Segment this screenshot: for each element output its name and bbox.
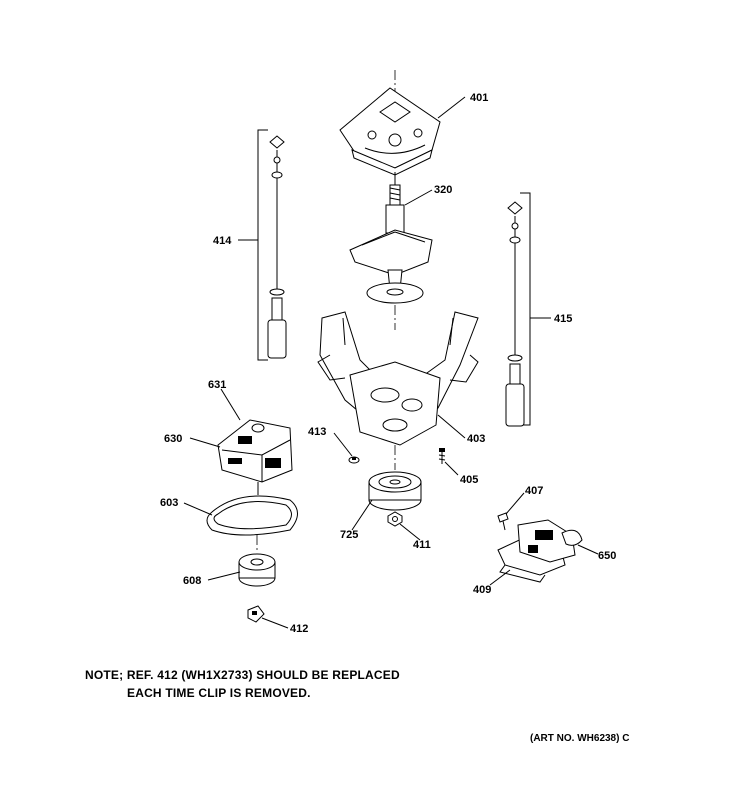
part-403-base (317, 311, 479, 446)
art-number: (ART NO. WH6238) C (530, 733, 630, 744)
label-413: 413 (308, 426, 326, 438)
label-631: 631 (208, 379, 226, 391)
part-407-screw (497, 512, 509, 531)
label-407: 407 (525, 485, 543, 497)
part-725-drive-pulley (368, 445, 422, 511)
part-413-nut (348, 456, 360, 464)
part-411-nut (387, 511, 403, 527)
label-411: 411 (413, 539, 431, 551)
label-405: 405 (460, 474, 478, 486)
label-401: 401 (470, 92, 488, 104)
part-320-transmission (349, 172, 433, 330)
label-412: 412 (290, 623, 308, 635)
label-650: 650 (598, 550, 616, 562)
part-650-motor (497, 519, 583, 583)
label-320: 320 (434, 184, 452, 196)
callout-labels: 401 320 414 415 631 630 413 403 405 603 … (160, 92, 616, 635)
part-415-suspension-rod (505, 192, 531, 427)
label-409: 409 (473, 584, 491, 596)
label-630: 630 (164, 433, 182, 445)
part-603-belt (206, 495, 298, 536)
label-415: 415 (554, 313, 572, 325)
part-630-pump (217, 419, 293, 495)
label-403: 403 (467, 433, 485, 445)
part-412-clip (247, 605, 265, 623)
label-414: 414 (213, 235, 232, 247)
note-line-2: EACH TIME CLIP IS REMOVED. (127, 686, 311, 700)
label-725: 725 (340, 529, 358, 541)
part-401-cover (339, 70, 441, 176)
leader-lines (183, 96, 599, 629)
label-603: 603 (160, 497, 178, 509)
note-line-1: NOTE; REF. 412 (WH1X2733) SHOULD BE REPL… (85, 668, 400, 682)
part-608-pulley (238, 535, 276, 587)
label-608: 608 (183, 575, 201, 587)
part-414-suspension-rod (257, 129, 287, 361)
part-405-bolt (438, 448, 446, 464)
